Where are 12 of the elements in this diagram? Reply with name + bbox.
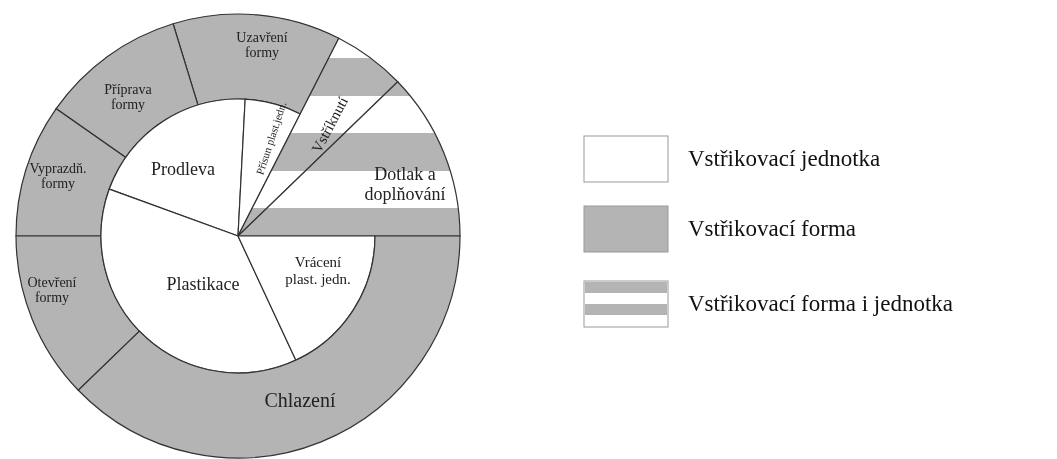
sector-label: Prodleva — [138, 160, 228, 180]
sector-label: Příprava formy — [88, 81, 168, 113]
sector-label: Otevření formy — [12, 274, 92, 306]
legend-label: Vstřikovací forma — [688, 216, 856, 242]
legend-label: Vstřikovací forma i jednotka — [688, 291, 954, 317]
sector-label: Vyprazdň. formy — [18, 160, 98, 192]
legend-label: Vstřikovací jednotka — [688, 146, 881, 172]
sector-label: Chlazení — [240, 389, 360, 411]
sector-label: Vrácení plast. jedn. — [283, 253, 353, 287]
sector-label: Dotlak a doplňování — [355, 165, 455, 205]
sector-label: Uzavření formy — [222, 29, 302, 61]
sector-label: Plastikace — [153, 275, 253, 295]
